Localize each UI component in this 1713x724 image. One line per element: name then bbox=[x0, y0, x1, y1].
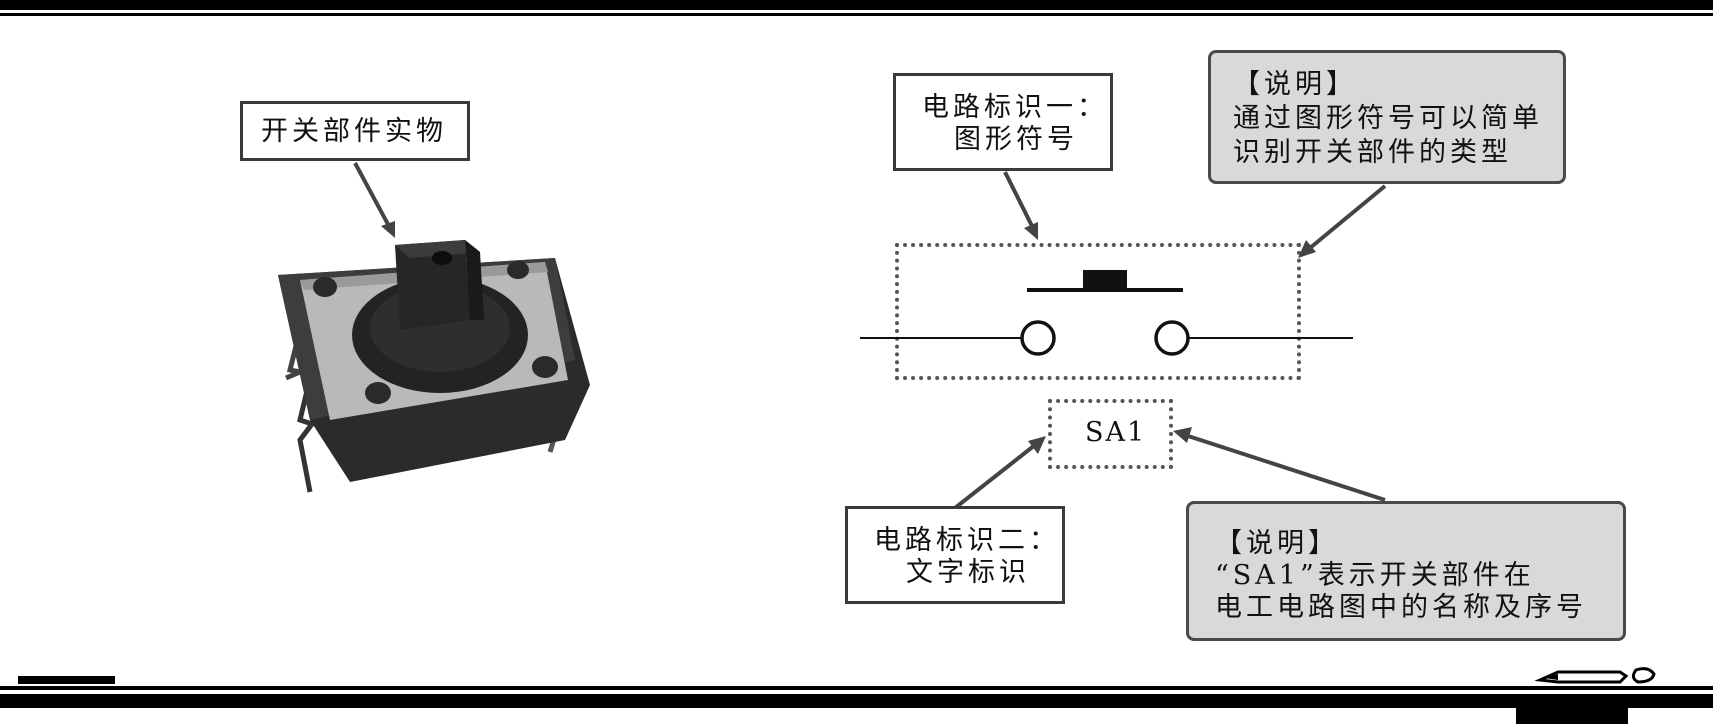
symbol-note-line3: 识别开关部件的类型 bbox=[1233, 137, 1512, 168]
photo-label-box: 开关部件实物 bbox=[240, 101, 470, 161]
text-label-line1: 电路标识二： bbox=[874, 525, 1060, 556]
text-label-line2: 文字标识 bbox=[906, 557, 1030, 588]
top-thin-bar bbox=[0, 13, 1713, 16]
text-note-box: 【说明】 “SA1”表示开关部件在 电工电路图中的名称及序号 bbox=[1186, 501, 1626, 641]
designator-text: SA1 bbox=[1085, 417, 1147, 448]
symbol-label-box: 电路标识一： 图形符号 bbox=[893, 73, 1113, 171]
text-note-line2: “SA1”表示开关部件在 bbox=[1215, 560, 1535, 591]
bottom-thin-bar bbox=[0, 686, 1713, 690]
symbol-label-line2: 图形符号 bbox=[954, 124, 1078, 155]
symbol-note-line1: 【说明】 bbox=[1233, 69, 1357, 100]
bottom-thick-bar bbox=[0, 694, 1713, 708]
bottom-right-block bbox=[1516, 706, 1628, 724]
designator-box bbox=[1048, 399, 1173, 469]
symbol-note-line2: 通过图形符号可以简单 bbox=[1233, 103, 1543, 134]
photo-label: 开关部件实物 bbox=[261, 116, 447, 147]
top-thick-bar bbox=[0, 0, 1713, 10]
symbol-frame bbox=[895, 243, 1301, 380]
text-note-line1: 【说明】 bbox=[1215, 528, 1339, 559]
symbol-note-box: 【说明】 通过图形符号可以简单 识别开关部件的类型 bbox=[1208, 50, 1566, 184]
text-label-box: 电路标识二： 文字标识 bbox=[845, 506, 1065, 604]
symbol-label-line1: 电路标识一： bbox=[922, 92, 1108, 123]
text-note-line3: 电工电路图中的名称及序号 bbox=[1215, 592, 1587, 623]
bottom-small-bar bbox=[18, 676, 115, 684]
